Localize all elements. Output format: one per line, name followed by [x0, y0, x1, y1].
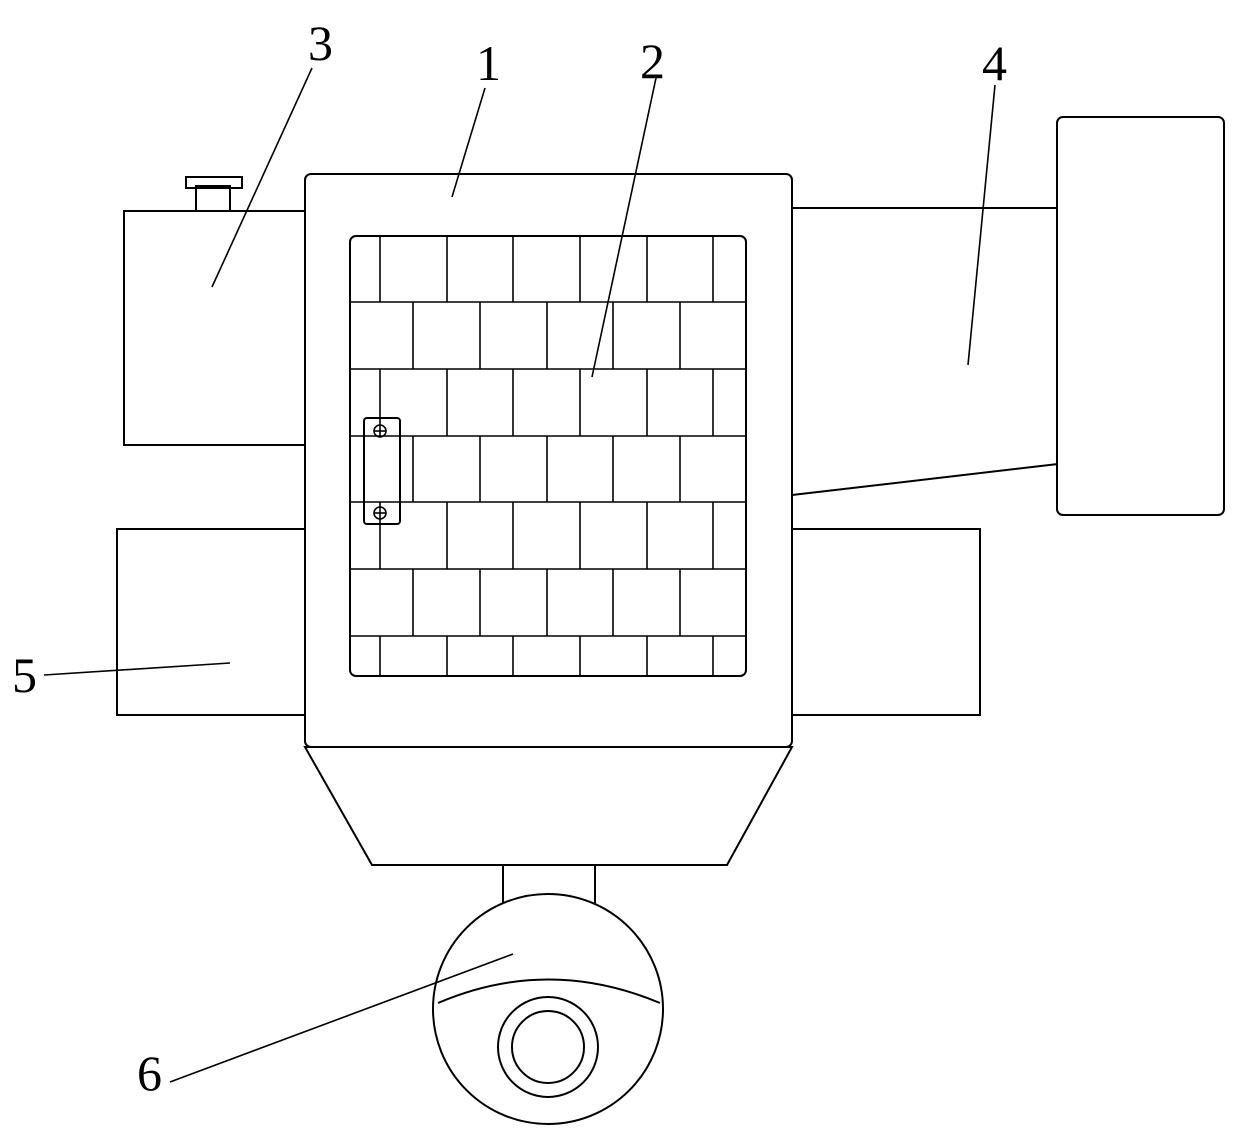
grid-panel: [349, 235, 747, 677]
camera: [432, 893, 664, 1125]
label-1: 1: [476, 35, 501, 91]
lower-beam: [116, 528, 981, 716]
label-6: 6: [137, 1045, 162, 1101]
main-housing: [304, 173, 793, 748]
left-upper-box: [123, 176, 306, 446]
hinge-latch: [363, 417, 401, 525]
label-3: 3: [308, 15, 333, 71]
camera-neck: [502, 865, 596, 903]
right-cylinder: [791, 116, 1225, 516]
label-5: 5: [12, 647, 37, 703]
label-4: 4: [982, 35, 1007, 91]
funnel: [303, 746, 794, 866]
leader-lines: [43, 67, 996, 1083]
label-2: 2: [640, 33, 665, 89]
